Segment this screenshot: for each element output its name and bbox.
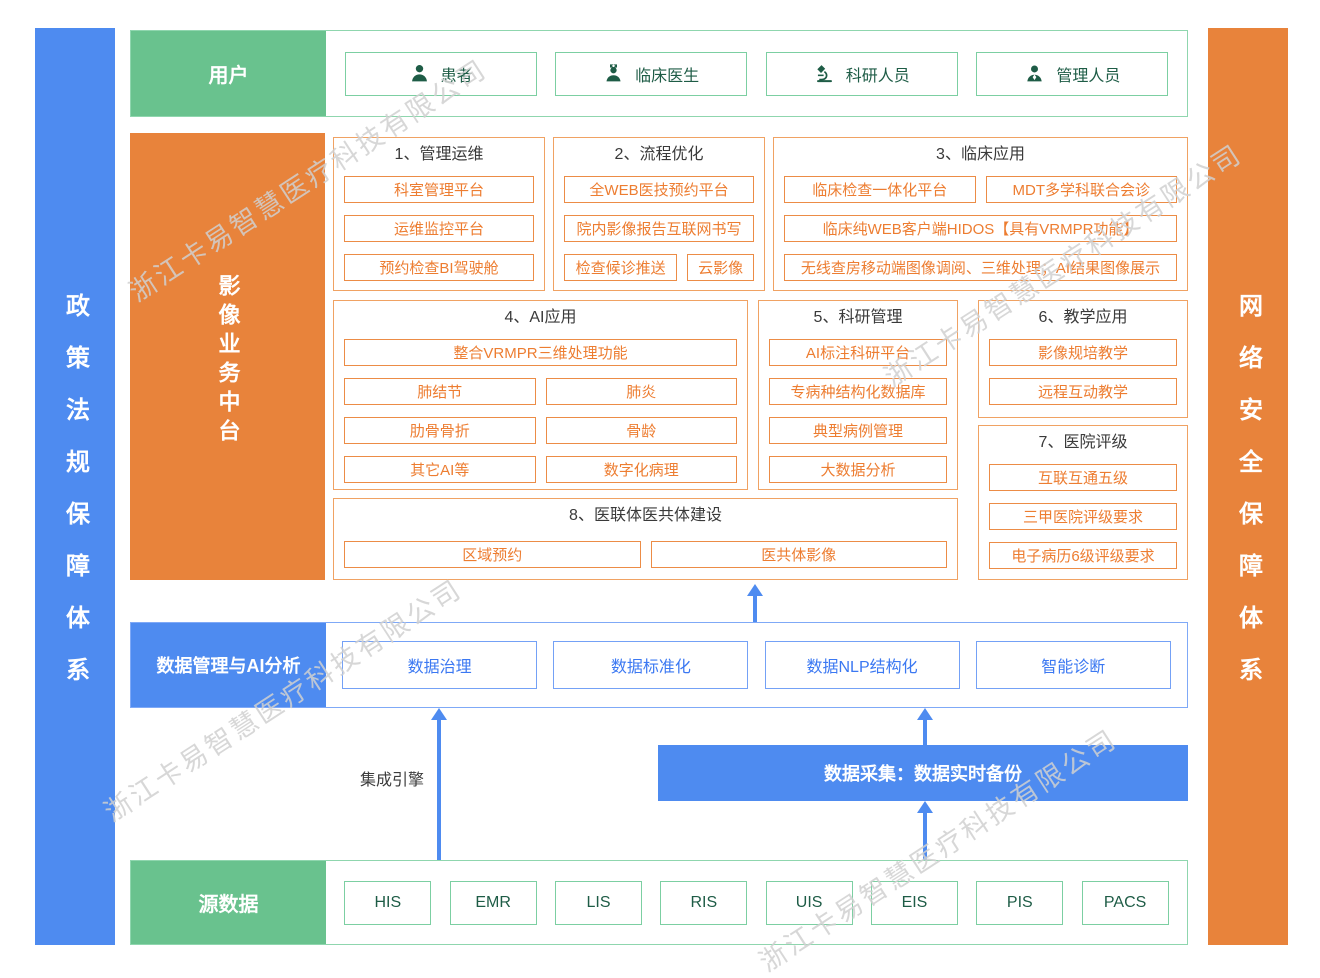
platform-item: 典型病例管理: [769, 417, 947, 444]
network-security-bar: 网络安全保障体系: [1208, 28, 1288, 945]
platform-item: 医共体影像: [650, 541, 947, 568]
platform-item: AI标注科研平台: [769, 339, 947, 366]
group-clinical-application: 3、临床应用 临床检查一体化平台 MDT多学科联合会诊 临床纯WEB客户端HID…: [773, 137, 1188, 291]
data-management-label: 数据管理与AI分析: [131, 623, 326, 707]
group-title: 8、医联体医共体建设: [569, 507, 722, 524]
arrow-integration-engine: [431, 708, 447, 860]
source-box-his: HIS: [344, 880, 432, 925]
group-ai-application: 4、AI应用 整合VRMPR三维处理功能 肺结节 肺炎 肋骨骨折 骨龄 其它AI…: [333, 300, 748, 490]
imaging-platform-label: 影像业务中台: [215, 273, 241, 448]
group-title: 3、临床应用: [936, 146, 1025, 163]
user-box-clinician: 临床医生: [555, 51, 748, 96]
source-data-label: 源数据: [131, 861, 326, 944]
source-box-pacs: PACS: [1081, 880, 1169, 925]
platform-item: 区域预约: [344, 541, 641, 568]
platform-item: 远程互动教学: [989, 378, 1177, 405]
platform-item: MDT多学科联合会诊: [985, 176, 1177, 203]
manager-icon: [1024, 63, 1045, 84]
platform-item: 肺结节: [344, 378, 536, 405]
platform-item: 肺炎: [545, 378, 737, 405]
group-title: 1、管理运维: [394, 146, 484, 163]
group-process-optimization: 2、流程优化 全WEB医技预约平台 院内影像报告互联网书写 检查候诊推送 云影像: [553, 137, 765, 291]
user-box-label: 科研人员: [845, 67, 910, 85]
platform-item: 科室管理平台: [344, 176, 534, 203]
policy-regulation-label: 政策法规保障体系: [61, 292, 89, 709]
platform-item: 数字化病理: [545, 456, 737, 483]
group-teaching-application: 6、教学应用 影像规培教学 远程互动教学: [978, 300, 1188, 418]
data-box-diagnosis: 智能诊断: [975, 641, 1171, 689]
arrow-line: [753, 596, 757, 622]
platform-item: 三甲医院评级要求: [989, 503, 1177, 530]
group-medical-alliance: 8、医联体医共体建设 区域预约 医共体影像: [333, 498, 958, 580]
platform-item: 互联互通五级: [989, 464, 1177, 491]
data-collection-bar: 数据采集：数据实时备份: [658, 745, 1188, 801]
data-management-content: 数据治理 数据标准化 数据NLP结构化 智能诊断: [326, 623, 1187, 707]
platform-item: 临床检查一体化平台: [784, 176, 976, 203]
arrow-above-collect-bar: [917, 708, 933, 745]
users-row-label: 用户: [131, 31, 326, 116]
platform-item: 临床纯WEB客户端HIDOS【具有VRMPR功能】: [784, 215, 1177, 242]
platform-item: 影像规培教学: [989, 339, 1177, 366]
platform-item: 大数据分析: [769, 456, 947, 483]
arrow-up-to-platform: [747, 584, 763, 622]
source-box-lis: LIS: [554, 880, 642, 925]
user-box-label: 患者: [440, 67, 473, 85]
platform-item: 云影像: [687, 254, 754, 281]
group-management-ops: 1、管理运维 科室管理平台 运维监控平台 预约检查BI驾驶舱: [333, 137, 545, 291]
user-box-label: 管理人员: [1056, 67, 1121, 85]
platform-item: 无线查房移动端图像调阅、三维处理；AI结果图像展示: [784, 254, 1177, 281]
patient-icon: [409, 63, 430, 84]
platform-item: 全WEB医技预约平台: [564, 176, 754, 203]
doctor-icon: [603, 63, 624, 84]
integration-engine-label: 集成引擎: [359, 772, 424, 789]
arrow-head: [747, 584, 763, 596]
users-row: 用户 患者 临床医生 科研人员: [130, 30, 1188, 117]
arrow-line: [437, 720, 441, 860]
group-title: 7、医院评级: [1038, 434, 1128, 451]
source-data-content: HIS EMR LIS RIS UIS EIS PIS PACS: [326, 861, 1187, 944]
user-box-researcher: 科研人员: [765, 51, 958, 96]
group-title: 6、教学应用: [1038, 309, 1128, 326]
arrow-line: [923, 720, 927, 745]
network-security-label: 网络安全保障体系: [1234, 292, 1262, 709]
platform-item: 运维监控平台: [344, 215, 534, 242]
microscope-icon: [814, 63, 835, 84]
arrow-head: [431, 708, 447, 720]
platform-item: 肋骨骨折: [344, 417, 536, 444]
data-box-governance: 数据治理: [342, 641, 538, 689]
data-management-row: 数据管理与AI分析 数据治理 数据标准化 数据NLP结构化 智能诊断: [130, 622, 1188, 708]
user-box-label: 临床医生: [635, 67, 700, 85]
source-box-eis: EIS: [870, 880, 958, 925]
arrow-line: [923, 813, 927, 860]
group-research-management: 5、科研管理 AI标注科研平台 专病种结构化数据库 典型病例管理 大数据分析: [758, 300, 958, 490]
user-box-manager: 管理人员: [976, 51, 1169, 96]
arrow-head: [917, 801, 933, 813]
platform-item: 电子病历6级评级要求: [989, 542, 1177, 569]
policy-regulation-bar: 政策法规保障体系: [35, 28, 115, 945]
imaging-platform-label-block: 影像业务中台: [130, 133, 325, 580]
arrow-below-collect-bar: [917, 801, 933, 860]
data-box-nlp: 数据NLP结构化: [764, 641, 960, 689]
source-box-ris: RIS: [660, 880, 748, 925]
data-box-standardization: 数据标准化: [553, 641, 749, 689]
platform-item: 预约检查BI驾驶舱: [344, 254, 534, 281]
platform-item: 检查候诊推送: [564, 254, 678, 281]
platform-item: 其它AI等: [344, 456, 536, 483]
user-box-patient: 患者: [344, 51, 537, 96]
platform-item: 骨龄: [545, 417, 737, 444]
users-row-content: 患者 临床医生 科研人员 管理人员: [326, 31, 1187, 116]
group-hospital-rating: 7、医院评级 互联互通五级 三甲医院评级要求 电子病历6级评级要求: [978, 425, 1188, 580]
arrow-head: [917, 708, 933, 720]
source-box-uis: UIS: [765, 880, 853, 925]
source-box-pis: PIS: [976, 880, 1064, 925]
group-title: 4、AI应用: [504, 309, 577, 326]
platform-item: 整合VRMPR三维处理功能: [344, 339, 737, 366]
group-title: 2、流程优化: [614, 146, 704, 163]
source-data-row: 源数据 HIS EMR LIS RIS UIS EIS PIS PACS: [130, 860, 1188, 945]
platform-item: 专病种结构化数据库: [769, 378, 947, 405]
source-box-emr: EMR: [449, 880, 537, 925]
group-title: 5、科研管理: [813, 309, 903, 326]
platform-item: 院内影像报告互联网书写: [564, 215, 754, 242]
